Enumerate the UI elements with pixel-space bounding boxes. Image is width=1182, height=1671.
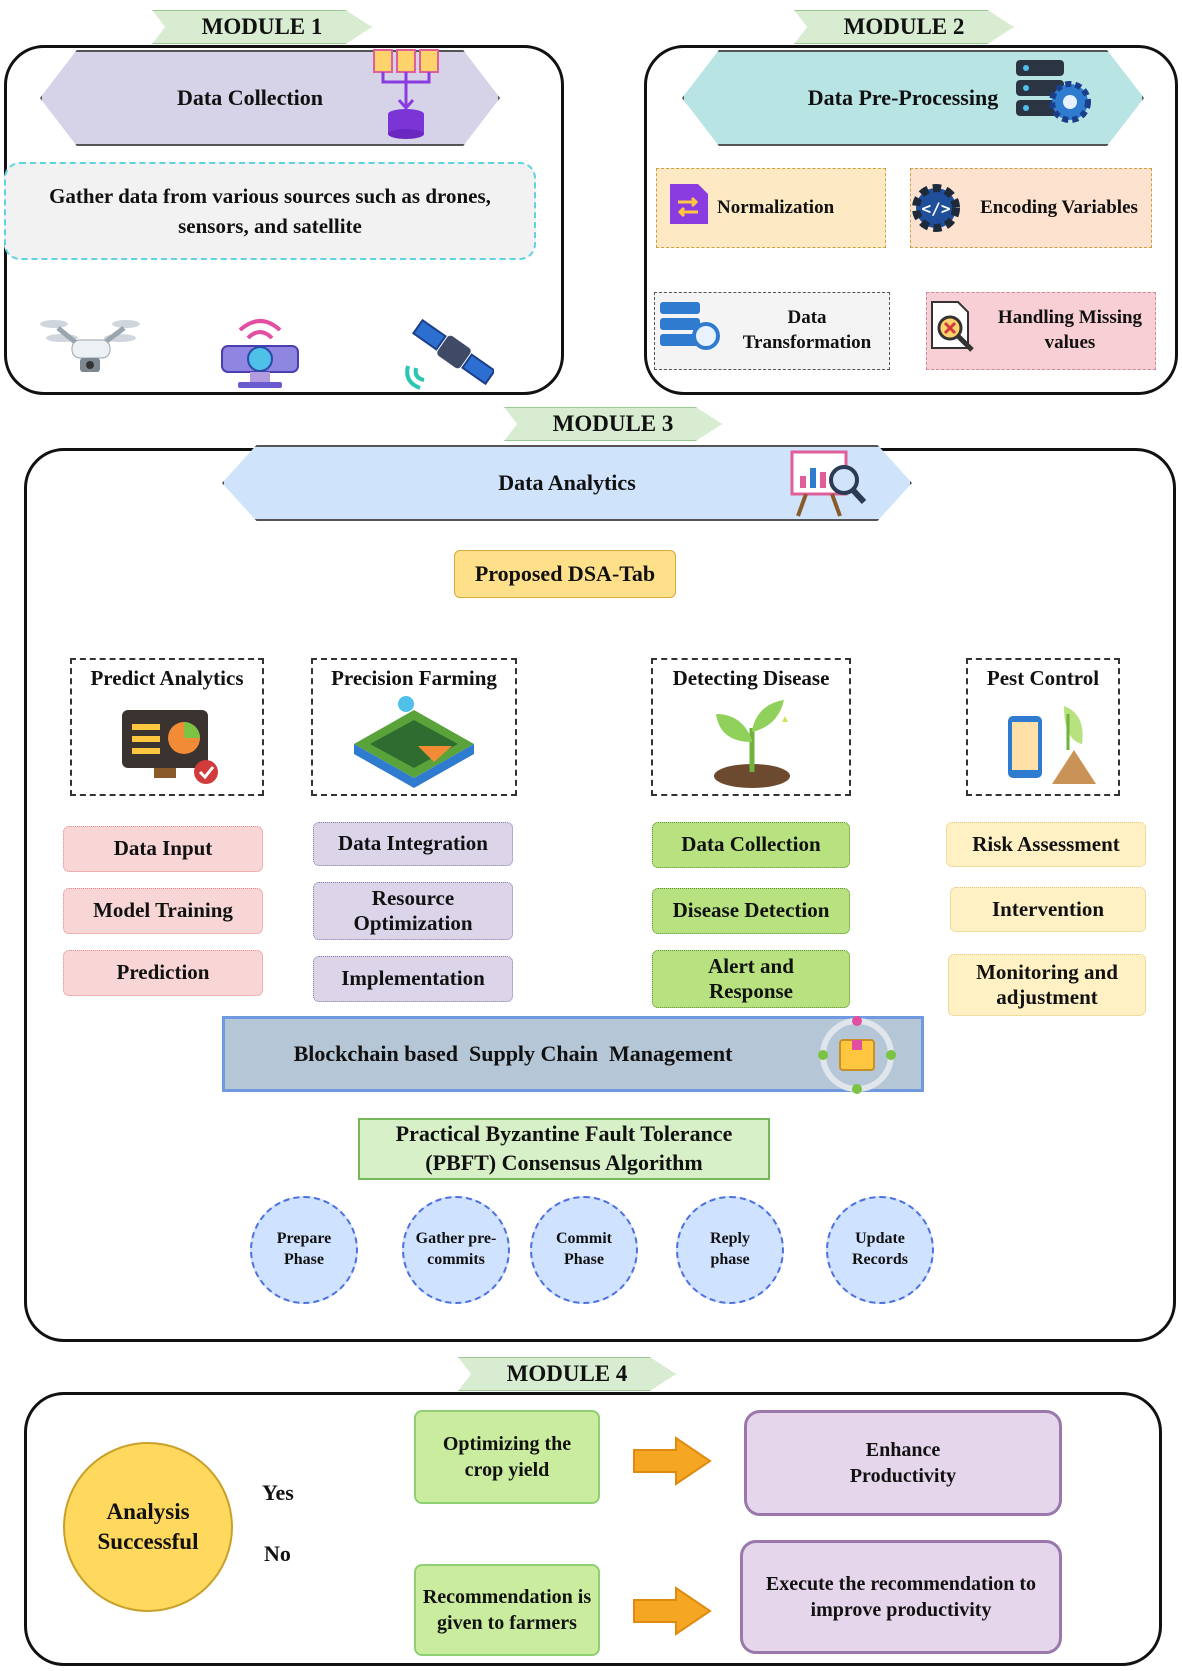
pest-control-icon: [1008, 706, 1096, 784]
precision-farming-icon: [354, 696, 474, 788]
plant-sprout-icon: [714, 700, 790, 788]
normalization-icon: [670, 184, 708, 224]
step-resource-optimization: Resource Optimization: [313, 882, 513, 940]
sensor-icon: [221, 319, 299, 388]
orange-arrow-icon: [633, 1586, 712, 1636]
drone-icon: [40, 320, 140, 372]
phase-update-records: Update Records: [826, 1196, 934, 1304]
predict-analytics-title: Predict Analytics: [90, 666, 244, 690]
missing-values-icon: [931, 301, 974, 352]
yes-label: Yes: [262, 1480, 294, 1505]
svg-text:</>: </>: [922, 199, 951, 218]
proposed-dsa-tab: Proposed DSA-Tab: [454, 550, 676, 598]
data-preprocessing-title: Data Pre-Processing: [807, 85, 999, 110]
execute-recommendation-box: Execute the recommendation to improve pr…: [740, 1540, 1062, 1654]
server-gear-icon: [1016, 60, 1091, 123]
step-model-training: Model Training: [63, 888, 263, 934]
encoding-gear-icon: </>: [912, 184, 960, 232]
pbft-consensus-box: Practical Byzantine Fault Tolerance (PBF…: [358, 1118, 770, 1180]
phase-prepare: Prepare Phase: [250, 1196, 358, 1304]
precision-farming-title: Precision Farming: [331, 666, 497, 690]
module-3-tag: MODULE 3: [504, 407, 722, 441]
orange-arrow-icon: [633, 1436, 712, 1486]
satellite-icon: [405, 318, 494, 390]
pest-control-title: Pest Control: [986, 666, 1100, 690]
module-1-tag: MODULE 1: [152, 10, 372, 44]
step-data-integration: Data Integration: [313, 822, 513, 866]
step-intervention: Intervention: [950, 887, 1146, 932]
pest-control-box: Pest Control: [966, 658, 1120, 796]
detecting-disease-title: Detecting Disease: [672, 666, 830, 690]
phase-commit: Commit Phase: [530, 1196, 638, 1304]
recommendation-box: Recommendation is given to farmers: [414, 1564, 600, 1656]
step-prediction: Prediction: [63, 950, 263, 996]
step-disease-detection: Disease Detection: [652, 888, 850, 934]
data-collection-description: Gather data from various sources such as…: [4, 162, 536, 260]
no-label: No: [264, 1541, 291, 1566]
step-implementation: Implementation: [313, 956, 513, 1002]
data-transformation-icon: [660, 302, 720, 350]
enhance-productivity-box: Enhance Productivity: [744, 1410, 1062, 1516]
optimizing-crop-yield-box: Optimizing the crop yield: [414, 1410, 600, 1504]
analysis-successful-circle: Analysis Successful: [63, 1442, 233, 1612]
module-2-tag: MODULE 2: [794, 10, 1014, 44]
step-data-input: Data Input: [63, 826, 263, 872]
predictive-dashboard-icon: [122, 710, 218, 784]
database-icon: [373, 49, 439, 139]
module-4-tag: MODULE 4: [458, 1357, 676, 1391]
step-risk-assessment: Risk Assessment: [946, 822, 1146, 867]
step-monitoring-adjustment: Monitoring and adjustment: [948, 954, 1146, 1016]
phase-reply: Reply phase: [676, 1196, 784, 1304]
phase-gather-precommits: Gather pre-commits: [402, 1196, 510, 1304]
step-alert-and-response: Alert and Response: [652, 950, 850, 1008]
data-analytics-title: Data Analytics: [498, 470, 636, 495]
analytics-chart-icon: [790, 450, 867, 517]
supply-chain-box-icon: [818, 1016, 896, 1094]
blockchain-supply-chain-box: Blockchain based Supply Chain Management: [222, 1016, 924, 1092]
data-collection-title: Data Collection: [176, 85, 324, 110]
step-data-collection: Data Collection: [652, 822, 850, 868]
